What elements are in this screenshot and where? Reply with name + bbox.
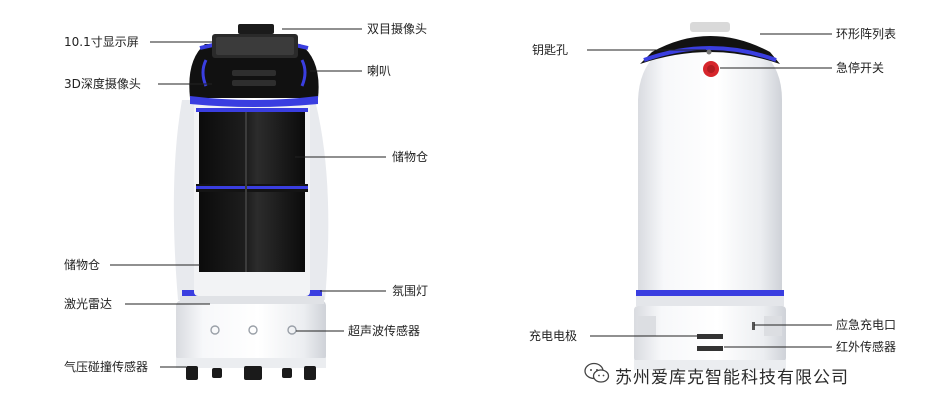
label-emergency-charge-port: 应急充电口	[836, 318, 896, 332]
label-emergency-stop: 急停开关	[836, 61, 884, 75]
label-screen: 10.1寸显示屏	[64, 35, 139, 49]
vent-right	[764, 316, 782, 336]
label-speaker: 喇叭	[367, 64, 391, 78]
label-storage-left: 储物仓	[64, 258, 100, 272]
label-ultrasonic: 超声波传感器	[348, 324, 420, 338]
charging-electrode	[697, 334, 723, 339]
label-lidar: 激光雷达	[64, 297, 112, 311]
label-pressure-sensor: 气压碰撞传感器	[64, 360, 148, 374]
label-keyhole: 钥匙孔	[532, 43, 568, 57]
infrared-sensor	[697, 346, 723, 351]
label-infrared-sensor: 红外传感器	[836, 340, 896, 354]
label-stereo-camera: 双目摄像头	[367, 22, 427, 36]
robot-front	[174, 24, 329, 380]
label-charge-electrode: 充电电极	[529, 329, 577, 343]
robot-back	[634, 22, 786, 370]
wechat-icon	[584, 362, 610, 384]
watermark-text: 苏州爱库克智能科技有限公司	[615, 363, 849, 388]
storage-compartment-upper	[199, 112, 305, 184]
ring-array-mic	[690, 22, 730, 32]
stereo-camera	[238, 24, 274, 34]
label-depth-camera: 3D深度摄像头	[64, 77, 141, 91]
vent-left	[638, 316, 656, 336]
label-storage-right: 储物仓	[392, 150, 428, 164]
label-ring-array: 环形阵列表	[836, 27, 896, 41]
label-ambient-light: 氛围灯	[392, 284, 428, 298]
keyhole	[707, 50, 712, 55]
storage-compartment-lower	[199, 192, 305, 272]
